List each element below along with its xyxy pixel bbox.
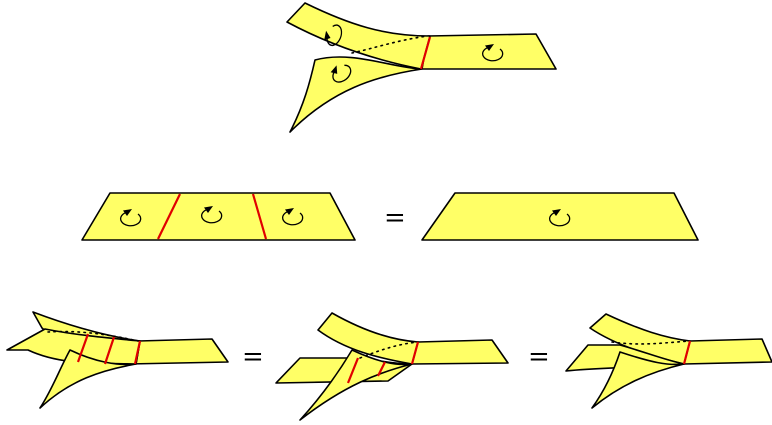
br-right-sheet: [683, 338, 772, 365]
middle-left-strip: [81, 192, 356, 241]
middle-seam-1: [157, 193, 181, 240]
middle-single-sheet: [421, 192, 699, 241]
bm-seam-2: [377, 361, 386, 377]
top-seam: [419, 36, 432, 70]
top-branched-surface: [286, 2, 557, 133]
bm-seam-3: [410, 341, 420, 365]
bottom-equals-sign-2: =: [528, 342, 550, 372]
middle-glued-strip: [81, 192, 356, 241]
top-right-sheet: [421, 33, 557, 70]
bl-hidden-edge: [47, 330, 139, 342]
br-hidden-edge: [611, 340, 691, 345]
bottom-left-branching: [6, 311, 229, 409]
middle-seam-2: [251, 193, 268, 240]
bm-lower-sheet: [299, 349, 413, 421]
bl-seam-1: [76, 333, 90, 363]
br-seam: [682, 340, 692, 365]
middle-right-sheet: [421, 192, 699, 241]
top-lower-branch: [289, 56, 423, 133]
bl-lower-sheet: [39, 349, 137, 409]
bm-hidden-edge: [359, 341, 419, 359]
bl-seam-3: [133, 340, 142, 365]
bl-seam-2: [103, 336, 116, 365]
bottom-right-branching: [565, 313, 772, 409]
bm-seam-1: [346, 357, 360, 384]
bl-right-sheet: [127, 338, 229, 365]
bottom-equals-sign-1: =: [242, 342, 264, 372]
middle-equals-sign: =: [384, 203, 406, 233]
bottom-middle-branching: [275, 312, 509, 421]
br-lower-sheet: [591, 351, 685, 409]
top-upper-branch: [286, 2, 431, 70]
bm-right-sheet: [411, 339, 509, 365]
top-hidden-edge: [351, 35, 429, 54]
